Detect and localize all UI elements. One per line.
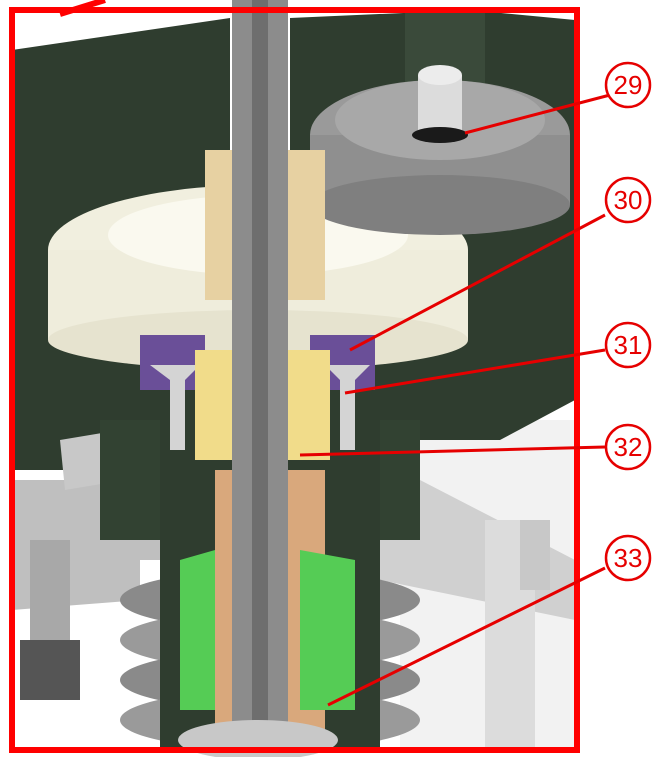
callout-29: 29 <box>464 61 652 135</box>
callout-32: 32 <box>299 423 652 471</box>
leader-line <box>464 93 611 135</box>
screw-left <box>150 365 200 450</box>
right-bracket-tab <box>520 520 550 590</box>
leader-line <box>327 566 606 707</box>
callout-number: 29 <box>614 70 643 100</box>
callout-circle <box>604 61 652 109</box>
leader-line <box>299 445 606 457</box>
small-gear <box>310 65 570 235</box>
highlight-frame <box>9 7 580 753</box>
bushing-left <box>180 550 215 710</box>
callout-number: 32 <box>614 432 643 462</box>
callout-number: 33 <box>614 543 643 573</box>
callout-circle <box>604 534 652 582</box>
key-right <box>285 150 325 300</box>
callout-number: 31 <box>614 330 643 360</box>
leader-line <box>344 348 606 395</box>
bushing-right <box>300 550 355 710</box>
callout-circle <box>604 423 652 471</box>
leader-line <box>349 213 606 352</box>
frame-corner-line <box>59 0 106 17</box>
screw-right <box>325 365 370 450</box>
coupling-right <box>285 350 330 460</box>
callout-31: 31 <box>344 321 652 395</box>
callout-33: 33 <box>327 534 652 707</box>
callout-number: 30 <box>614 185 643 215</box>
callout-circle <box>604 176 652 224</box>
callout-circle <box>604 321 652 369</box>
left-post-base <box>20 640 80 700</box>
shaft-core <box>252 0 268 757</box>
callout-30: 30 <box>349 176 652 352</box>
